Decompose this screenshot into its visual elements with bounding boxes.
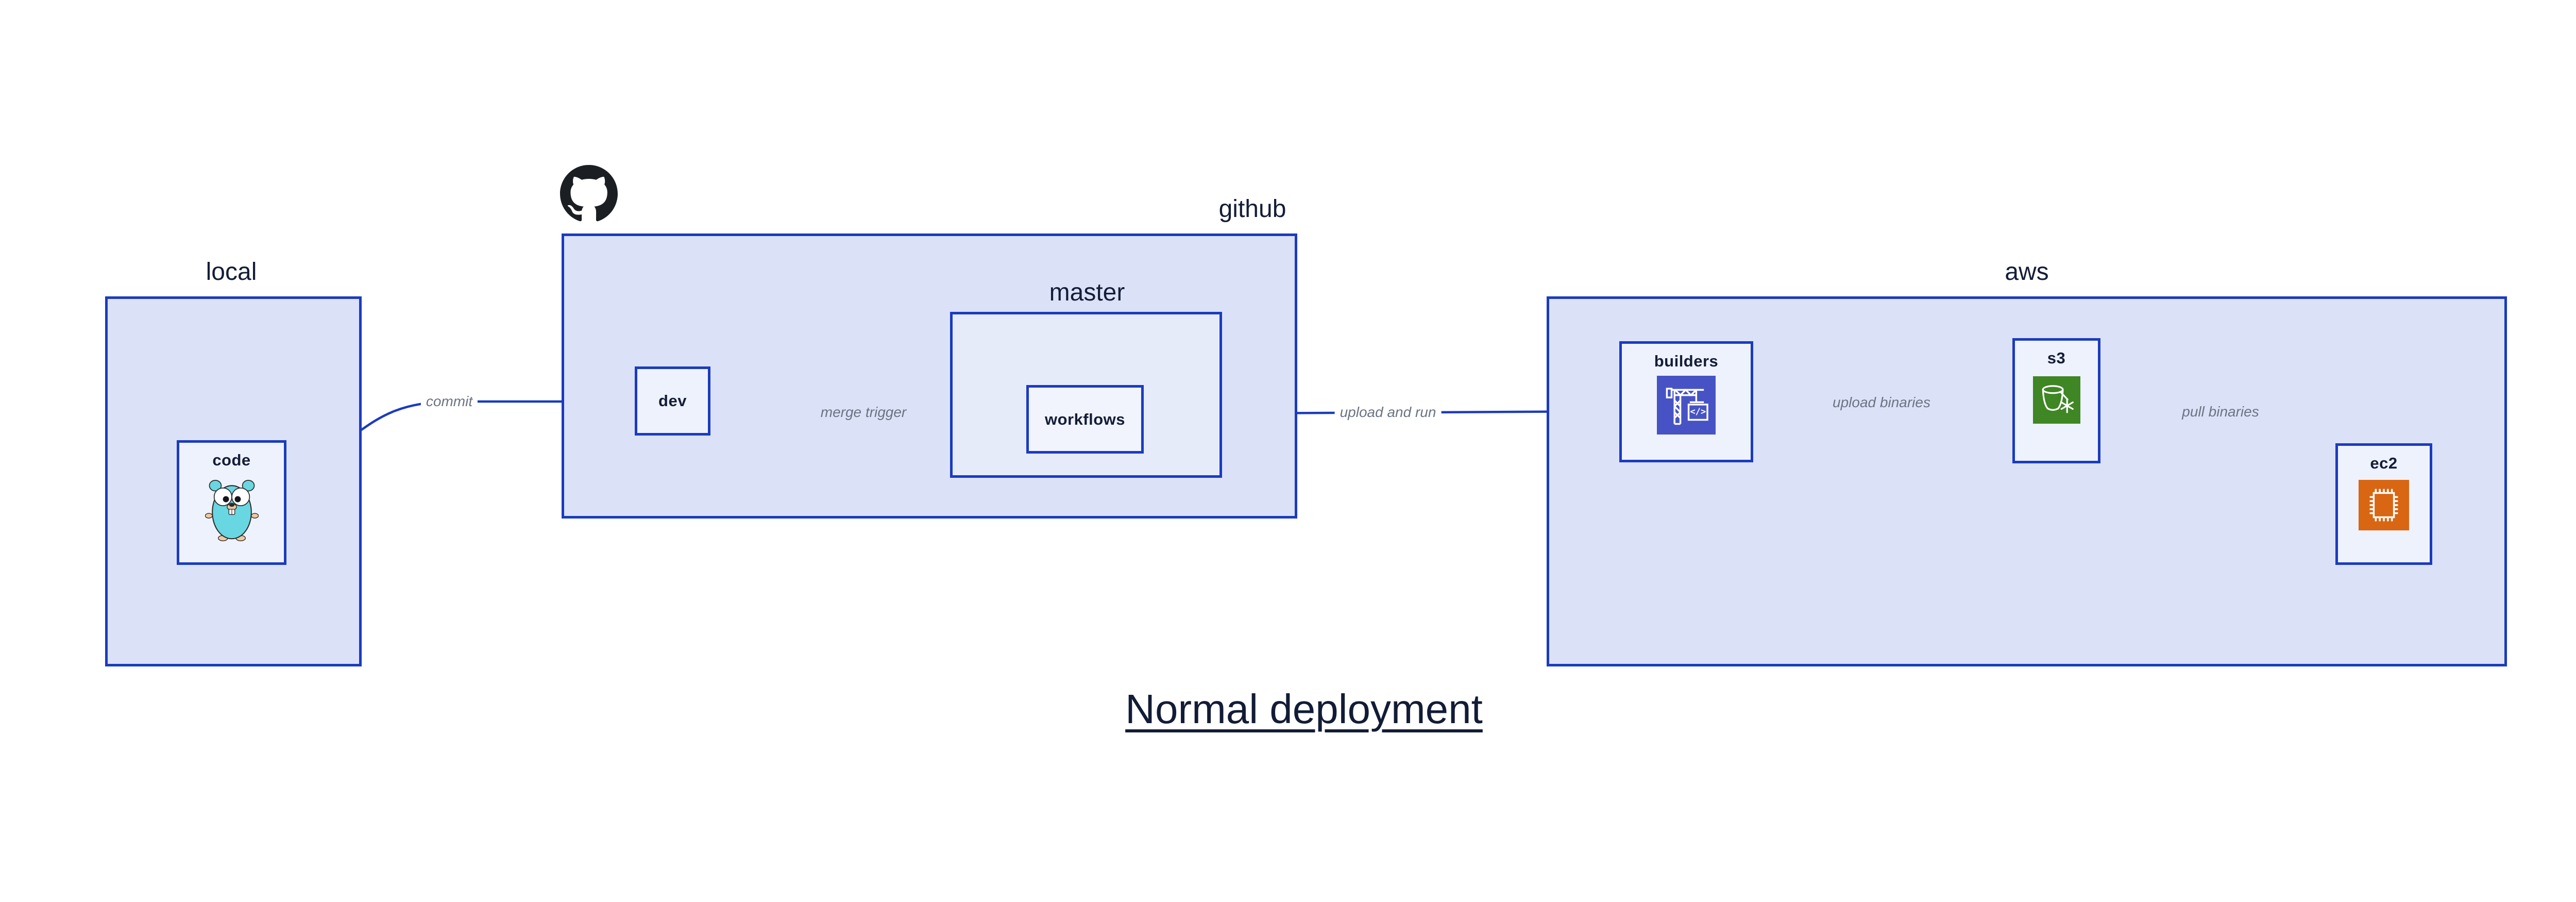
group-label-github: github (1218, 195, 1286, 223)
ec2-chip-icon (2359, 480, 2409, 530)
dev-label: dev (658, 392, 687, 410)
node-s3: s3 (2012, 338, 2100, 463)
builders-label: builders (1654, 352, 1719, 370)
node-code: code (177, 440, 286, 565)
node-builders: builders </> (1619, 341, 1753, 462)
group-label-local: local (206, 258, 257, 286)
node-workflows: workflows (1026, 385, 1144, 454)
ec2-label: ec2 (2370, 454, 2398, 472)
edge-label-merge-trigger: merge trigger (815, 403, 912, 422)
codebuild-crane-icon: </> (1657, 376, 1716, 435)
s3-glacier-bucket-icon (2032, 376, 2080, 424)
group-label-aws: aws (2005, 258, 2049, 286)
node-dev: dev (635, 366, 710, 436)
edge-label-upload-binaries: upload binaries (1827, 393, 1936, 412)
s3-label: s3 (2047, 349, 2066, 367)
edge-label-commit: commit (420, 392, 478, 411)
github-logo-icon (560, 165, 618, 222)
workflows-label: workflows (1044, 410, 1126, 428)
edge-label-upload-and-run: upload and run (1334, 403, 1442, 422)
code-label: code (212, 451, 251, 469)
go-gopher-icon (205, 480, 259, 541)
group-label-master: master (1049, 279, 1125, 306)
diagram-title: Normal deployment (1125, 686, 1483, 732)
edge-label-pull-binaries: pull binaries (2177, 403, 2264, 421)
svg-text:</>: </> (1690, 407, 1706, 417)
node-ec2: ec2 (2335, 443, 2432, 565)
